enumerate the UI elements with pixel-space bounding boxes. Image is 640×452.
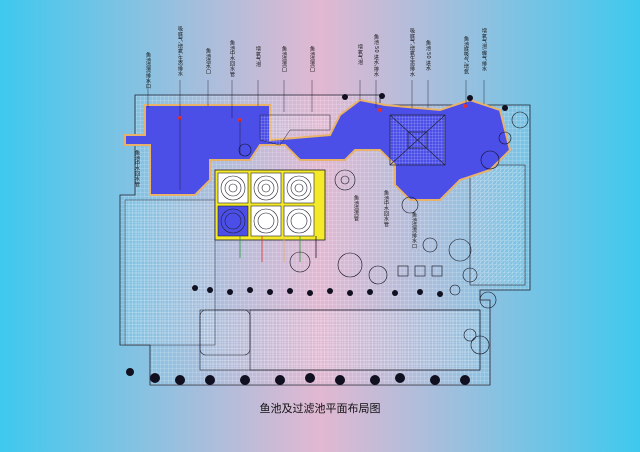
annotation-labels: 鱼池溢流排水口 吸底气,增氧,生态排水 鱼池溢水口 鱼池中水回水管 增氧气泡 鱼… — [134, 26, 487, 250]
hedge-dots — [126, 93, 508, 385]
label-top-5: 增氧气泡 — [255, 45, 261, 68]
label-top-12: 鱼池底吸气,增氧 — [463, 35, 469, 76]
label-top-2: 吸底气,增氧,生态排水 — [177, 26, 183, 77]
label-top-1: 鱼池溢流排水口 — [145, 51, 151, 90]
label-left-1: 鱼池中水回水管 — [134, 149, 140, 188]
label-top-4: 鱼池中水回水管 — [229, 39, 235, 78]
diagram-title: 鱼池及过滤池平面布局图 — [259, 402, 381, 415]
label-mid-1: 鱼池溢流管 — [353, 194, 359, 223]
label-mid-3: 鱼池溢流排水口 — [411, 211, 417, 250]
planters — [397, 265, 443, 277]
filter-tanks — [214, 169, 326, 262]
label-top-11: 鱼池 50 进水 — [425, 39, 431, 71]
label-top-13: 增氧气泡,曝气排水 — [481, 27, 487, 72]
trees — [238, 111, 529, 355]
label-top-8: 增氧气泡 — [357, 43, 363, 66]
leader-lines — [147, 80, 485, 118]
label-top-10: 吸底气,增氧生态排水 — [409, 28, 415, 77]
label-top-3: 鱼池溢水口 — [205, 47, 211, 76]
label-mid-2: 鱼池中水回水管 — [383, 189, 389, 228]
fish-pond — [124, 98, 512, 201]
label-top-7: 鱼池溢流口 — [309, 45, 315, 74]
pavilion — [389, 114, 446, 166]
label-top-9: 鱼池 50 进水,排水 — [373, 33, 379, 78]
label-top-6: 鱼池溢流口 — [281, 45, 287, 74]
